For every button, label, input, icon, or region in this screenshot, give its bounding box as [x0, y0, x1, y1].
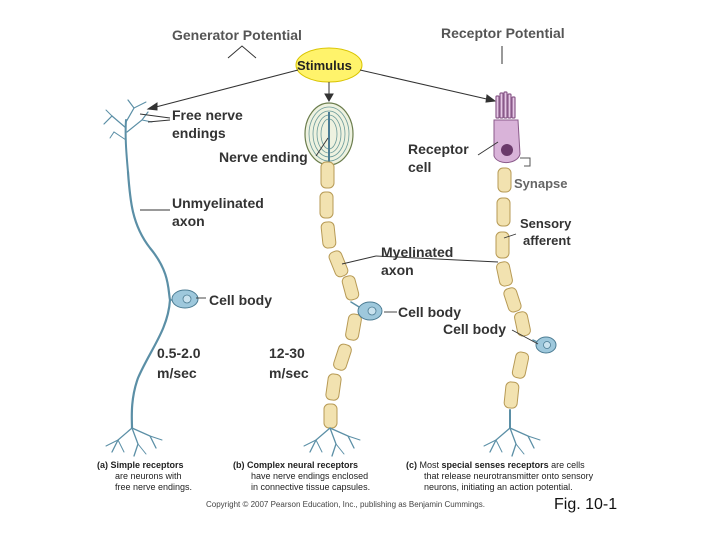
encapsulated-receptor [304, 102, 354, 166]
myelinated-label-2: axon [381, 262, 414, 278]
cell-body-b [357, 301, 383, 321]
stimulus-arrows [146, 69, 497, 111]
receptor-cell-label-1: Receptor [408, 141, 469, 157]
caption-c-prefix: (c) [406, 460, 417, 470]
caption-b-prefix: (b) [233, 460, 245, 470]
caption-a-body-1: are neurons with [115, 471, 182, 481]
leader-lines [139, 113, 539, 345]
header-receptor-potential: Receptor Potential [441, 25, 565, 41]
speed-b-label-2: m/sec [269, 365, 309, 381]
unmyelinated-label-1: Unmyelinated [172, 195, 264, 211]
receptor-cell-shape [493, 91, 531, 167]
figure-label: Fig. 10-1 [554, 496, 618, 513]
speed-b-label-1: 12-30 [269, 345, 305, 361]
cell-body-a-label: Cell body [209, 292, 273, 308]
caption-a: (a) Simple receptors are neurons with fr… [97, 460, 192, 493]
nerve-ending-label: Nerve ending [219, 149, 308, 165]
speed-a-label-2: m/sec [157, 365, 197, 381]
stimulus-label: Stimulus [297, 58, 352, 73]
caption-c-title-post: are cells [551, 460, 585, 470]
caption-b: (b) Complex neural receptors have nerve … [233, 460, 370, 493]
caption-c-body-2: neurons, initiating an action potential. [424, 482, 573, 492]
cell-body-b-label: Cell body [398, 304, 462, 320]
cell-body-c [535, 336, 557, 354]
caption-b-body-2: in connective tissue capsules. [251, 482, 371, 492]
cell-body-c-label: Cell body [443, 321, 507, 337]
neuron-a [103, 99, 183, 457]
caption-b-body-1: have nerve endings enclosed [251, 471, 369, 481]
caption-b-title: Complex neural receptors [247, 460, 359, 470]
receptor-cell-label-2: cell [408, 159, 432, 175]
caption-c-title: special senses receptors [441, 460, 549, 470]
synapse-label: Synapse [514, 176, 568, 191]
free-nerve-endings-label-2: endings [172, 125, 226, 141]
caption-a-prefix: (a) [97, 460, 108, 470]
copyright-notice: Copyright © 2007 Pearson Education, Inc.… [206, 500, 485, 509]
header-generator-potential: Generator Potential [172, 27, 302, 43]
free-nerve-endings-label-1: Free nerve [172, 107, 243, 123]
caption-c-title-pre: Most [419, 460, 440, 470]
cell-body-a [171, 289, 199, 309]
myelin-c [495, 167, 531, 409]
caption-c: (c) Most special senses receptors are ce… [406, 460, 593, 493]
speed-a-label-1: 0.5-2.0 [157, 345, 201, 361]
caption-c-body-1: that release neurotransmitter onto senso… [424, 471, 594, 481]
unmyelinated-label-2: axon [172, 213, 205, 229]
sensory-afferent-label-2: afferent [523, 233, 571, 248]
myelin-b [319, 161, 362, 429]
caption-a-title: Simple receptors [110, 460, 184, 470]
neuron-b-nerve [303, 301, 365, 457]
myelinated-label-1: Myelinated [381, 244, 454, 260]
sensory-afferent-label-1: Sensory [520, 216, 572, 231]
generator-bracket [227, 45, 257, 59]
caption-a-body-2: free nerve endings. [115, 482, 193, 492]
